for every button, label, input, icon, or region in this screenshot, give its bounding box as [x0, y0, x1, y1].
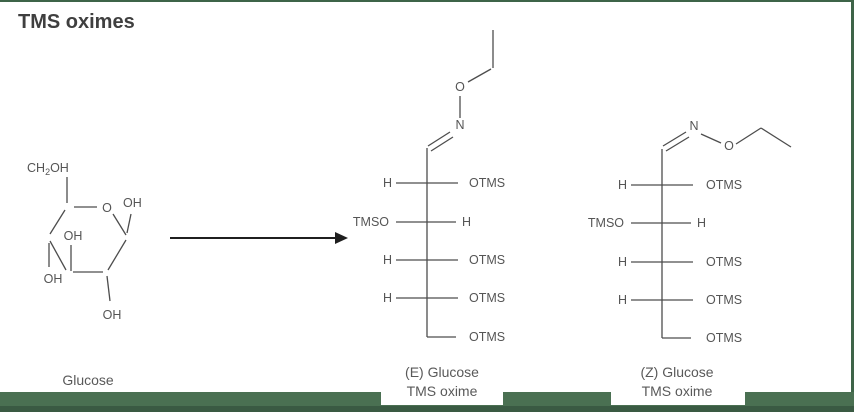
double-bond: [662, 131, 687, 147]
double-bond: [427, 131, 451, 147]
page-title: TMS oximes: [18, 11, 135, 33]
e-caption-line1: (E) Glucose: [405, 364, 479, 380]
z-caption-line1: (Z) Glucose: [640, 364, 713, 380]
e-oxime-structure: O N H OTMS TMSO H H OTMS H OTMS OTMS: [353, 30, 505, 344]
z-row2-right: H: [697, 216, 706, 230]
bond: [735, 127, 762, 145]
z-row4-left: H: [618, 293, 627, 307]
z-caption-box: [611, 358, 745, 405]
ring-oxygen-label: O: [102, 201, 112, 215]
ch2oh-label: CH2OH: [27, 161, 69, 177]
e-row3-right: OTMS: [469, 253, 505, 267]
e-terminal-label: OTMS: [469, 330, 505, 344]
z-row2-left: TMSO: [588, 216, 624, 230]
c2-oh-label: OH: [103, 308, 122, 322]
bond: [700, 133, 722, 144]
c3-oh-label: OH: [64, 229, 83, 243]
e-row1-right: OTMS: [469, 176, 505, 190]
e-caption-box: [381, 357, 503, 405]
reaction-arrow: [170, 232, 348, 244]
z-row1-left: H: [618, 178, 627, 192]
bond: [112, 213, 127, 236]
bond: [106, 275, 111, 302]
top-border-line: [0, 0, 854, 2]
z-row4-right: OTMS: [706, 293, 742, 307]
e-row4-right: OTMS: [469, 291, 505, 305]
z-nitrogen-label: N: [689, 119, 698, 133]
e-row2-left: TMSO: [353, 215, 389, 229]
e-row1-left: H: [383, 176, 392, 190]
c4-oh-label: OH: [44, 272, 63, 286]
e-row3-left: H: [383, 253, 392, 267]
double-bond: [665, 136, 690, 152]
bond: [49, 240, 67, 271]
z-terminal-label: OTMS: [706, 331, 742, 345]
glucose-caption: Glucose: [62, 372, 114, 388]
right-border-line: [851, 0, 854, 412]
z-row3-left: H: [618, 255, 627, 269]
bond: [107, 239, 127, 271]
e-row2-right: H: [462, 215, 471, 229]
e-row4-left: H: [383, 291, 392, 305]
bond: [126, 213, 132, 234]
anomeric-oh-label: OH: [123, 196, 142, 210]
e-caption-line2: TMS oxime: [407, 383, 478, 399]
e-nitrogen-label: N: [455, 118, 464, 132]
arrow-head: [335, 232, 348, 244]
glucose-structure: CH2OH O OH OH OH OH: [27, 161, 142, 322]
bond: [760, 127, 792, 148]
bottom-bar-dark-strip: [0, 406, 854, 412]
z-oxime-structure: N O H OTMS TMSO H H OTMS H OTMS OTMS: [588, 119, 792, 345]
double-bond: [430, 136, 454, 152]
z-row3-right: OTMS: [706, 255, 742, 269]
bond: [49, 209, 66, 235]
z-oxygen-label: O: [724, 139, 734, 153]
bond: [467, 68, 492, 83]
z-row1-right: OTMS: [706, 178, 742, 192]
e-oxygen-label: O: [455, 80, 465, 94]
z-caption-line2: TMS oxime: [642, 383, 713, 399]
